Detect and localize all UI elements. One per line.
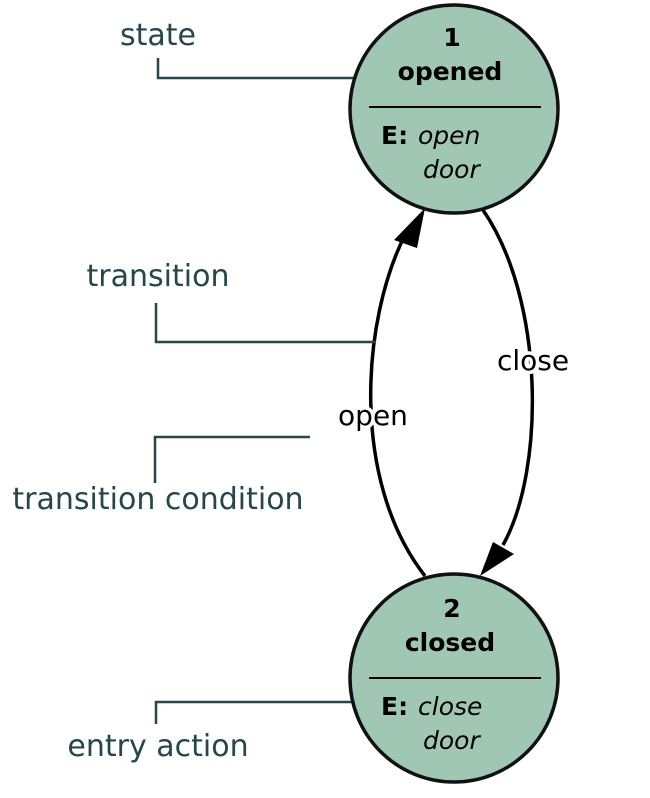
entry-action-leader-line	[154, 700, 356, 724]
state-opened-number: 1	[443, 23, 460, 52]
state-opened-entry-action-line1: open	[418, 121, 480, 150]
transition-open-arrowhead	[394, 208, 425, 248]
state-closed-name: closed	[405, 628, 495, 657]
annotation-transition-label: transition	[87, 259, 230, 294]
state-closed-number: 2	[443, 594, 460, 623]
state-opened: 1 opened E: open door	[348, 3, 560, 215]
state-closed-entry-prefix: E:	[381, 692, 408, 721]
annotation-transition-condition-label: transition condition	[12, 482, 303, 517]
transition-close-label: close	[497, 344, 569, 377]
transition-leader-line	[154, 303, 376, 344]
state-leader-line	[156, 58, 356, 80]
transition-open-edge	[369, 234, 427, 578]
state-opened-name: opened	[398, 57, 503, 86]
transition-close-edge	[481, 209, 535, 546]
state-closed-entry-action-line1: close	[418, 692, 482, 721]
state-opened-entry-action-line2: door	[423, 155, 481, 184]
transition-close-arrowhead	[480, 542, 514, 576]
state-closed: 2 closed E: close door	[348, 572, 560, 784]
transition-open-label: open	[338, 399, 408, 432]
transition-condition-leader-line	[153, 435, 310, 483]
annotation-state-label: state	[120, 18, 196, 53]
state-opened-circle	[348, 3, 560, 215]
state-opened-entry-prefix: E:	[381, 121, 408, 150]
state-closed-entry-action-line2: door	[423, 726, 481, 755]
annotation-entry-action-label: entry action	[67, 729, 248, 764]
